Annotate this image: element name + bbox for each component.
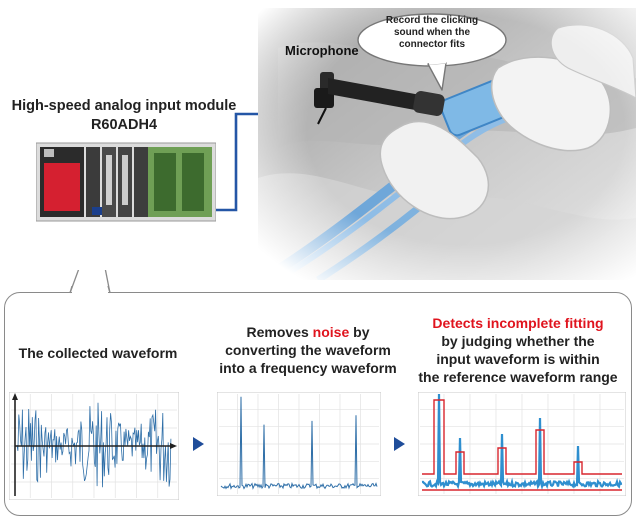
detection-highlight: Detects incomplete fitting [432, 315, 604, 331]
microphone-icon [314, 72, 445, 125]
caption-text: by [349, 324, 370, 340]
microphone-label: Microphone [285, 43, 359, 58]
caption-line: by judging whether the [441, 333, 595, 349]
noise-highlight: noise [312, 324, 350, 340]
module-title-line: High-speed analog input module [11, 98, 237, 114]
frequency-waveform-line [220, 396, 378, 490]
plot-grid [219, 394, 379, 494]
caption-line: input waveform is within [436, 351, 600, 367]
module-title: High-speed analog input module R60ADH4 [0, 97, 248, 135]
reference-upper-limit [422, 399, 622, 475]
speech-bubble-line: connector fits [398, 39, 466, 50]
callout-pointer-gap [69, 286, 111, 294]
caption-line: the reference waveform range [418, 369, 618, 385]
speech-bubble-line: sound when the [393, 27, 471, 38]
collected-waveform-label: The collected waveform [18, 345, 178, 361]
frequency-waveform-plot [217, 392, 381, 496]
callout-pointer [69, 270, 111, 294]
collected-waveform-plot [9, 392, 179, 500]
caption-line: Removes noise by [208, 323, 408, 341]
caption-text: Removes [246, 324, 313, 340]
speech-bubble-text: Record the clicking sound when the conne… [374, 15, 490, 51]
input-waveform-line [421, 393, 623, 491]
caption-line: into a frequency waveform [219, 360, 397, 376]
plc-module-image [36, 142, 216, 222]
module-model: R60ADH4 [90, 117, 158, 133]
plot-grid [420, 394, 624, 494]
connector-photo [258, 8, 636, 280]
y-axis-arrowhead [12, 393, 18, 400]
step-arrow-icon [394, 437, 405, 451]
x-axis-arrowhead [170, 443, 177, 449]
caption-line: converting the waveform [225, 342, 391, 358]
reference-comparison-plot [418, 392, 626, 496]
raw-waveform-line [16, 402, 172, 488]
detection-caption: Detects incomplete fitting by judging wh… [402, 314, 634, 386]
speech-bubble-line: Record the clicking [385, 15, 479, 26]
noise-removal-caption: Removes noise by converting the waveform… [208, 323, 408, 377]
step-arrow-icon [193, 437, 204, 451]
